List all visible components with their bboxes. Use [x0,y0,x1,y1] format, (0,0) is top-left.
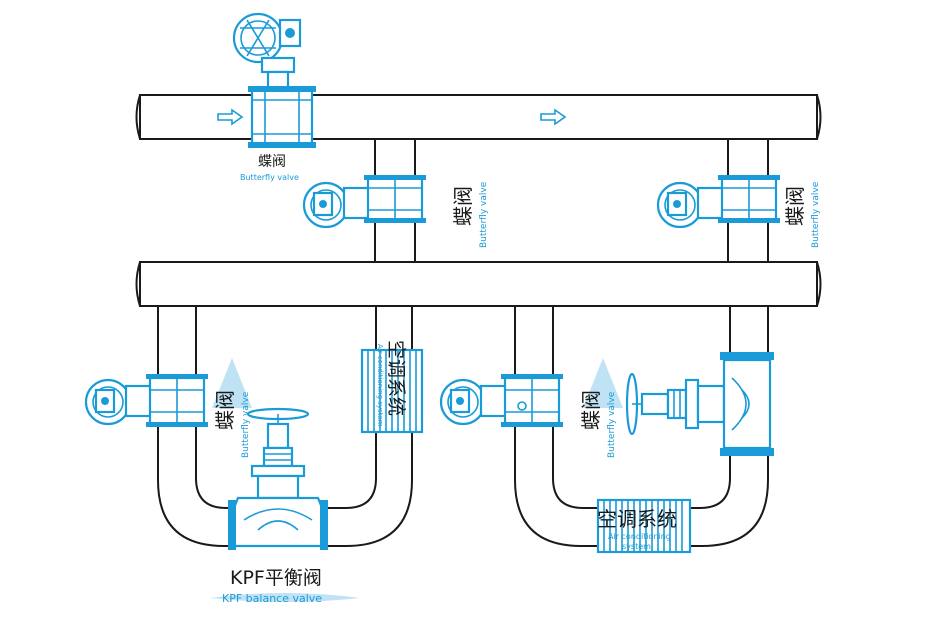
kpf-label-glow [210,593,360,602]
valve3-cn-label: 蝶阀 [783,186,807,226]
kpf-cn-label: KPF平衡阀 [230,567,322,589]
ac-coil-2 [596,498,692,554]
ac-coil-1 [360,348,424,434]
valve5-vertical-label: 蝶阀 Butterfly valve [579,390,617,458]
flow-arrow-icon [540,108,567,126]
butterfly-valve-5 [439,374,563,427]
ac1-vertical-label: 空调系统 Air conditioning system [376,340,407,427]
top-valve-en-label: Butterfly valve [240,173,299,182]
valve5-en-label: Butterfly valve [607,391,617,458]
kpf-en-label: KPF balance valve [222,592,322,605]
valve2-vertical-label: 蝶阀 Butterfly valve [451,181,489,248]
valve5-glow [583,358,623,408]
ac2-en-label-line1: Air conditioning [608,532,671,541]
middle-main-pipe [135,261,822,307]
globe-control-valve [625,352,774,456]
valve4-cn-label: 蝶阀 [213,390,237,430]
valve3-vertical-label: 蝶阀 Butterfly valve [783,181,821,248]
valve2-en-label: Butterfly valve [479,181,489,248]
ac2-en-label-line2: system [622,542,651,551]
valve3-en-label: Butterfly valve [811,181,821,248]
lower-right-loop-pipe [514,306,769,547]
valve5-cn-label: 蝶阀 [579,390,603,430]
top-butterfly-valve [232,12,316,148]
top-main-pipe [135,94,822,140]
top-valve-cn-label: 蝶阀 [258,154,286,170]
valve4-vertical-label: 蝶阀 Butterfly valve [213,390,251,458]
butterfly-valve-2 [302,175,426,229]
ac2-cn-label: 空调系统 [597,507,677,531]
butterfly-valve-4 [84,374,208,427]
flow-arrow-icon [217,108,244,126]
valve4-glow [212,358,252,408]
ac1-en-label: Air conditioning system [376,344,384,427]
valve4-en-label: Butterfly valve [241,391,251,458]
valve2-cn-label: 蝶阀 [451,186,475,226]
kpf-balance-valve [228,407,328,550]
ac1-cn-label: 空调系统 [385,340,407,416]
butterfly-valve-3 [656,175,780,229]
lower-left-loop-pipe [157,306,413,547]
